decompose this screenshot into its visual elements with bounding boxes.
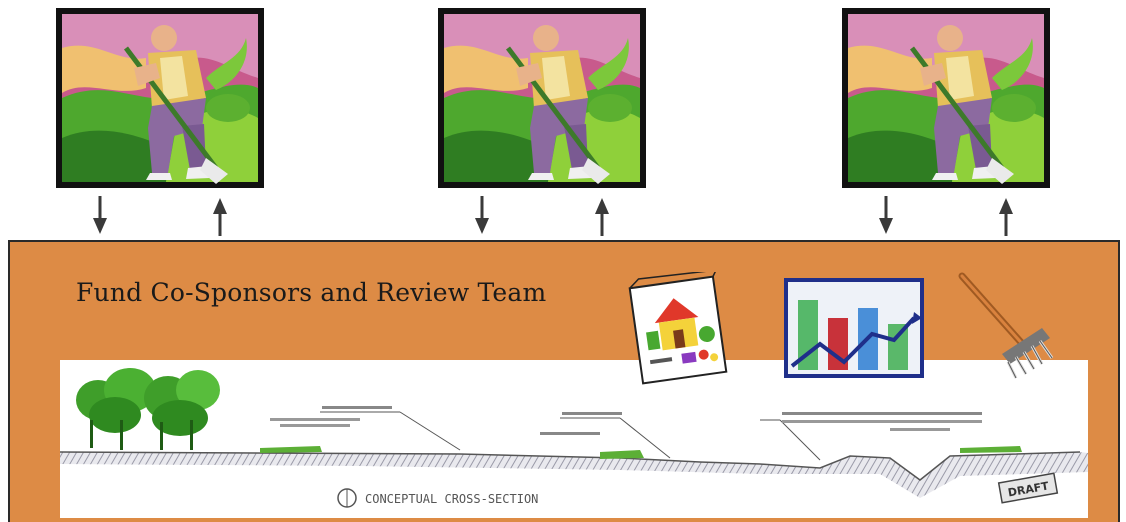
arrow-down-icon <box>475 196 489 236</box>
arrow-up-icon <box>595 196 609 236</box>
cross-section-caption: CONCEPTUAL CROSS-SECTION <box>365 492 538 506</box>
arrow-down-icon <box>879 196 893 236</box>
arrow-up-icon <box>213 196 227 236</box>
gardener-with-shovel-icon <box>438 8 646 188</box>
gardener-with-shovel-icon <box>56 8 264 188</box>
gardener-with-shovel-icon <box>842 8 1050 188</box>
house-drawing-icon <box>628 272 728 385</box>
arrow-up-icon <box>999 196 1013 236</box>
bar-chart-icon <box>784 278 924 378</box>
panel-title: Fund Co-Sponsors and Review Team <box>76 278 547 307</box>
rake-icon <box>958 272 1054 379</box>
co-sponsors-panel: Fund Co-Sponsors and Review Team <box>8 240 1120 522</box>
tree-cluster-icon <box>76 368 220 450</box>
arrow-down-icon <box>93 196 107 236</box>
cross-section-drawing: CONCEPTUAL CROSS-SECTION DRAFT <box>60 360 1088 518</box>
